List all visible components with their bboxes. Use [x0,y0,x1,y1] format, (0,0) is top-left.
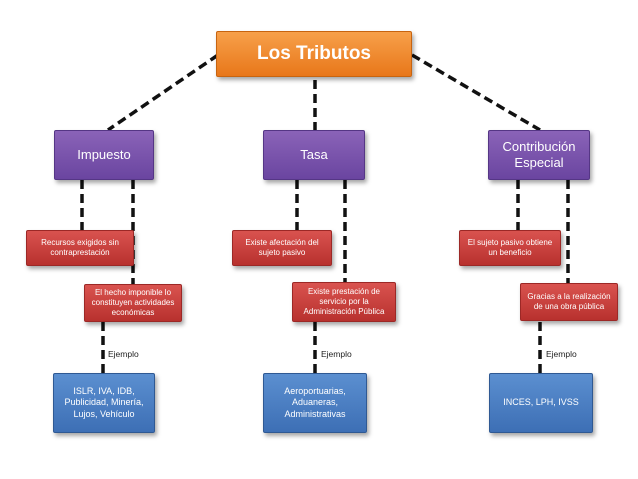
title-text: Los Tributos [257,43,371,65]
contribucion-definition-text: El sujeto pasivo obtiene un beneficio [467,238,553,257]
contribucion-example-text: INCES, LPH, IVSS [503,397,579,408]
tasa-condition-text: Existe prestación de servicio por la Adm… [303,287,385,316]
contribucion-condition-text: Gracias a la realización de una obra púb… [527,292,611,311]
contribucion-header-text: Contribución Especial [502,138,576,170]
contribucion-example-node: INCES, LPH, IVSS [489,373,593,433]
tasa-example-node: Aeroportuarias, Aduaneras, Administrativ… [263,373,367,433]
impuesto-definition-text: Recursos exigidos sin contraprestación [41,238,119,257]
impuesto-header-node: Impuesto [54,130,154,180]
tasa-example-label: Ejemplo [319,349,354,359]
impuesto-condition-text: El hecho imponible lo constituyen activi… [91,288,175,317]
impuesto-header-text: Impuesto [77,146,131,162]
tasa-header-node: Tasa [263,130,365,180]
title-node: Los Tributos [216,31,412,77]
tasa-definition-text: Existe afectación del sujeto pasivo [245,238,319,257]
tasa-example-text: Aeroportuarias, Aduaneras, Administrativ… [284,386,346,419]
tasa-condition-node: Existe prestación de servicio por la Adm… [292,282,396,322]
impuesto-example-node: ISLR, IVA, IDB, Publicidad, Minería, Luj… [53,373,155,433]
tasa-definition-node: Existe afectación del sujeto pasivo [232,230,332,266]
impuesto-definition-node: Recursos exigidos sin contraprestación [26,230,134,266]
tasa-header-text: Tasa [300,146,328,162]
contribucion-header-node: Contribución Especial [488,130,590,180]
contribucion-definition-node: El sujeto pasivo obtiene un beneficio [459,230,561,266]
connector-title-contribucion [411,53,541,132]
connector-title-impuesto [107,53,219,132]
impuesto-example-text: ISLR, IVA, IDB, Publicidad, Minería, Luj… [64,386,144,419]
contribucion-condition-node: Gracias a la realización de una obra púb… [520,283,618,321]
impuesto-condition-node: El hecho imponible lo constituyen activi… [84,284,182,322]
impuesto-example-label: Ejemplo [106,349,141,359]
contribucion-example-label: Ejemplo [544,349,579,359]
